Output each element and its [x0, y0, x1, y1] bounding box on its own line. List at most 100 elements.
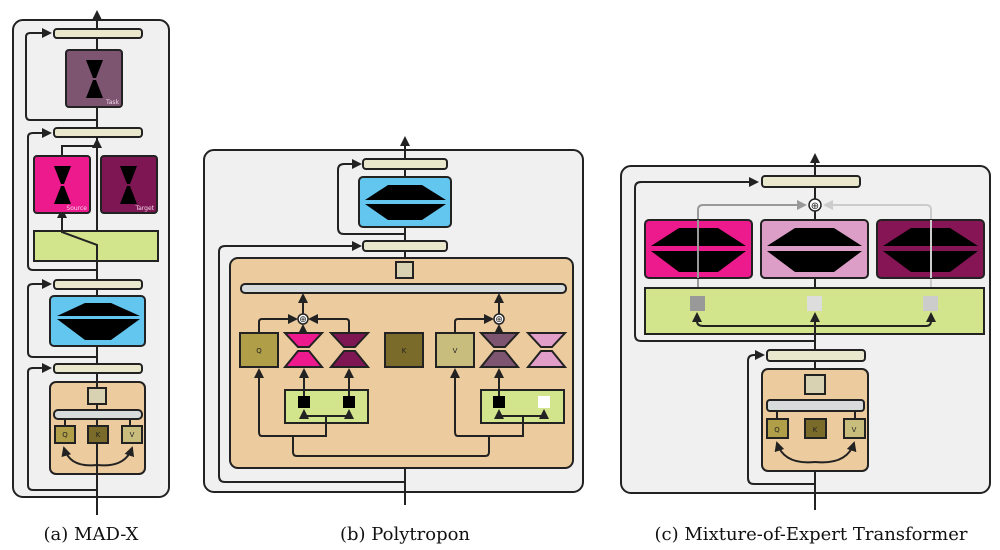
panel-mad-x: Q K V Source Target — [12, 10, 170, 545]
source-output-arrow — [61, 138, 102, 156]
adapter-down-shape — [54, 166, 71, 184]
query-arrow — [61, 446, 98, 467]
routing-weight — [538, 396, 550, 408]
adapter-down-shape — [120, 166, 137, 184]
query-arrow — [774, 441, 816, 464]
residual-arrow — [218, 241, 405, 483]
adapter-up-shape — [282, 350, 325, 368]
caption-moe: (c) Mixture-of-Expert Transformer — [655, 524, 968, 545]
task-adapter — [65, 49, 123, 108]
adapter-to-sum-arrow — [308, 314, 350, 332]
caption-mad-x: (a) MAD-X — [44, 524, 139, 545]
output-projection — [395, 261, 414, 279]
layer-norm — [362, 158, 448, 170]
value-box — [435, 332, 475, 368]
layer-norm — [53, 363, 143, 374]
adapter-down-shape — [86, 60, 103, 78]
residual-arrow — [747, 350, 815, 485]
panel-moe: ⊕ Q K V (c — [620, 153, 991, 545]
value-label: V — [852, 426, 857, 434]
routing-weight — [493, 396, 505, 408]
residual-arrow — [337, 159, 405, 235]
query-label: Q — [774, 426, 780, 434]
layer-norm — [766, 349, 866, 362]
layer-norm — [53, 28, 143, 39]
input-branch-line — [292, 436, 405, 457]
routing-weight — [343, 396, 355, 408]
expert-upper-shape — [767, 228, 862, 246]
attention-bar — [766, 399, 865, 412]
residual-arrow — [27, 128, 97, 271]
query-box — [239, 332, 279, 368]
attention-bar — [240, 283, 567, 294]
expert-output-arrow — [823, 200, 932, 300]
target-label: Target — [134, 205, 154, 212]
query-input-arrow — [254, 368, 327, 437]
value-box — [121, 425, 143, 444]
adapter-down-shape — [328, 332, 371, 348]
adapter-up-shape — [478, 350, 521, 368]
adapter-up-shape — [54, 186, 71, 204]
adapter-up-shape — [86, 80, 103, 98]
layer-norm — [53, 127, 143, 138]
input-branch-line — [405, 436, 490, 457]
value-input-arrow — [450, 368, 524, 437]
ffn-lower-shape — [365, 204, 446, 220]
value-label: V — [453, 347, 458, 355]
adapter-down-shape — [525, 332, 568, 348]
query-box — [766, 418, 789, 439]
residual-arrow — [27, 363, 97, 491]
key-box — [804, 418, 827, 439]
output-projection — [87, 387, 107, 405]
key-label: K — [96, 431, 101, 439]
adapter-down-shape — [282, 332, 325, 348]
adapter-up-shape — [328, 350, 371, 368]
value-box — [843, 418, 866, 439]
router-arrow — [326, 409, 354, 419]
sum-symbol: ⊕ — [299, 315, 307, 325]
sum-circle — [808, 198, 822, 212]
sum-symbol: ⊕ — [495, 315, 503, 325]
router-arrow — [815, 312, 936, 327]
expert-output-arrow — [697, 200, 807, 300]
residual-arrow — [634, 177, 815, 342]
target-adapter — [100, 155, 158, 214]
value-arrow — [814, 441, 857, 464]
router-gate — [807, 296, 822, 311]
query-label: Q — [256, 347, 262, 355]
source-label: Source — [66, 205, 87, 212]
value-label: V — [130, 431, 135, 439]
router-arrow — [692, 312, 816, 341]
key-box — [87, 425, 109, 444]
task-label: Task — [105, 99, 119, 106]
residual-arrow — [27, 279, 97, 358]
attention-bar — [53, 409, 143, 420]
key-box — [384, 332, 424, 368]
caption-polytropon: (b) Polytropon — [340, 524, 470, 545]
router-gate-selected — [690, 296, 705, 311]
routing-arrow — [57, 208, 98, 270]
query-label: Q — [62, 431, 68, 439]
router-gate — [923, 296, 938, 311]
expert-lower-shape — [767, 251, 862, 272]
value-to-sum-arrow — [454, 314, 494, 332]
value-arrow — [96, 446, 135, 467]
layer-norm — [53, 279, 143, 290]
residual-arrow — [25, 28, 97, 121]
sum-symbol: ⊕ — [811, 201, 819, 212]
output-projection — [804, 374, 826, 395]
adapter-down-shape — [478, 332, 521, 348]
key-label: K — [813, 426, 818, 434]
query-box — [54, 425, 76, 444]
query-to-sum-arrow — [258, 314, 298, 332]
adapter-up-shape — [120, 186, 137, 204]
ffn-lower-shape — [57, 319, 140, 340]
adapter-up-shape — [525, 350, 568, 368]
ffn-upper-shape — [365, 185, 446, 200]
router-arrow — [523, 409, 549, 419]
key-label: K — [402, 347, 407, 355]
layer-norm — [761, 175, 861, 188]
layer-norm — [362, 240, 448, 252]
panel-polytropon: ⊕ ⊕ Q K ⊕ V — [203, 136, 584, 545]
